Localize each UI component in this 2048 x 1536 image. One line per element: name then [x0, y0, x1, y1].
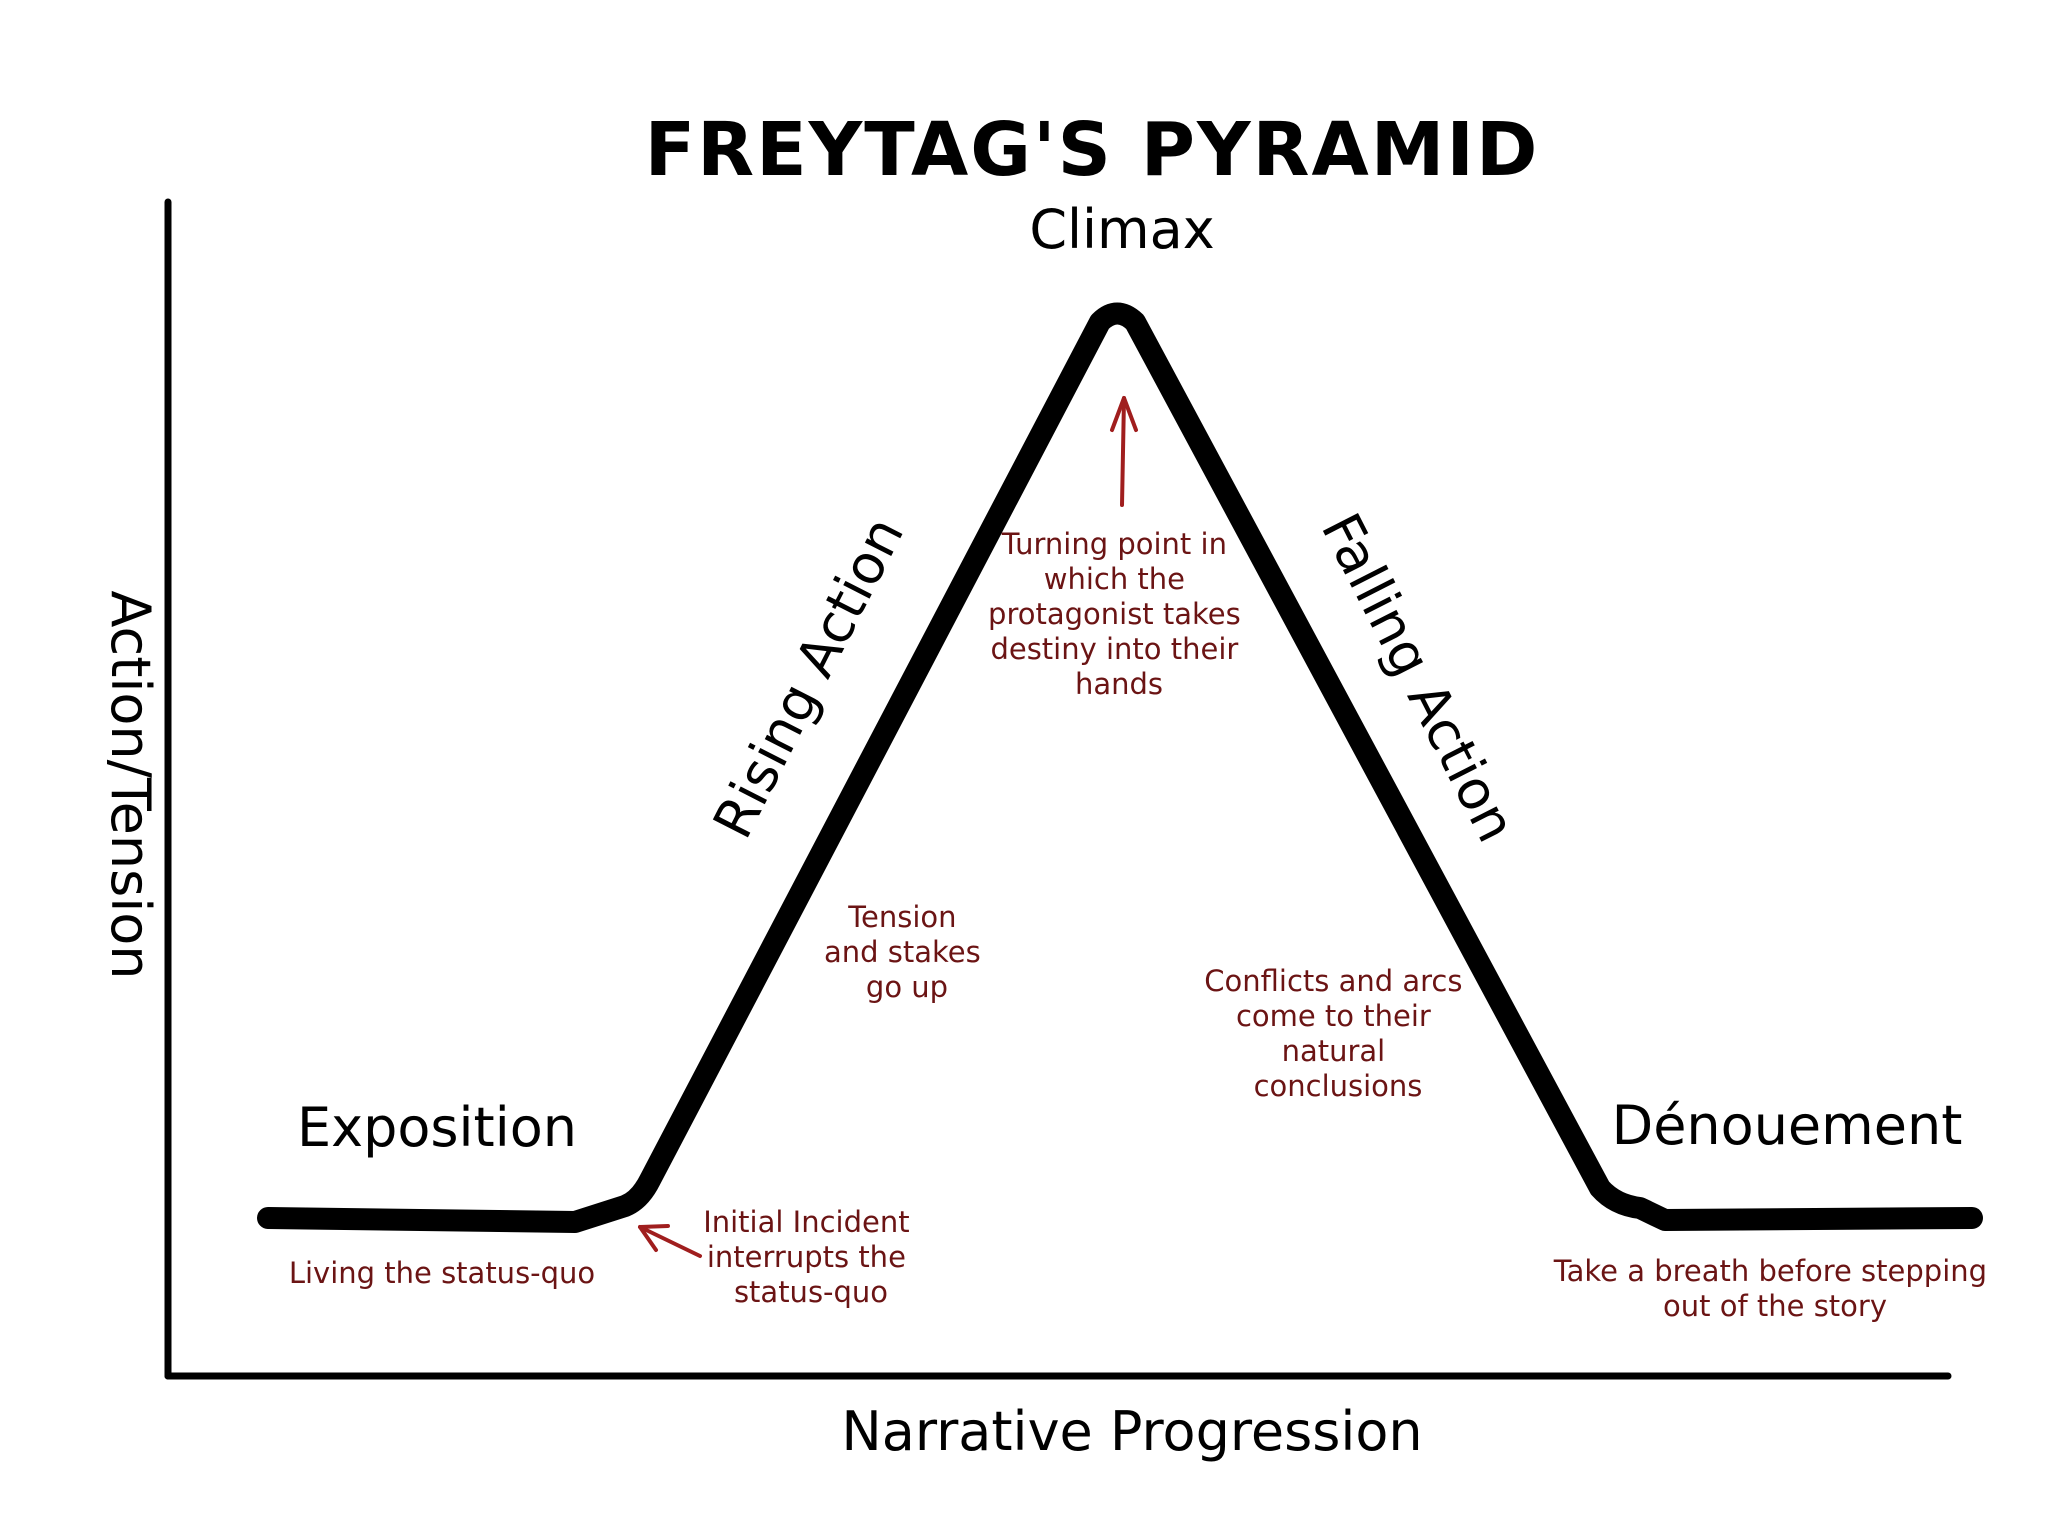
- stage-label-exposition: Exposition: [297, 1096, 577, 1159]
- stage-label-falling-action: Falling Action: [1309, 503, 1528, 851]
- y-axis-label: Action/Tension: [99, 591, 162, 980]
- x-axis-label: Narrative Progression: [841, 1400, 1422, 1463]
- stage-label-denouement: Dénouement: [1612, 1094, 1963, 1157]
- diagram-title: FREYTAG'S PYRAMID: [645, 107, 1540, 193]
- note-denouement: Take a breath before stepping out of the…: [1553, 1254, 1997, 1323]
- stage-label-climax: Climax: [1029, 198, 1214, 261]
- initial-incident-arrow: [638, 1224, 702, 1258]
- note-climax: Turning point in which the protagonist t…: [988, 527, 1250, 701]
- note-falling-action: Conflicts and arcs come to their natural…: [1204, 964, 1471, 1103]
- climax-arrow: [1110, 396, 1138, 507]
- note-exposition: Living the status-quo: [289, 1256, 595, 1290]
- note-rising-action: Tension and stakes go up: [824, 900, 990, 1004]
- pyramid-curve: [257, 302, 1983, 1233]
- note-initial-incident: Initial Incident interrupts the status-q…: [703, 1205, 919, 1309]
- stage-label-rising-action: Rising Action: [701, 507, 916, 848]
